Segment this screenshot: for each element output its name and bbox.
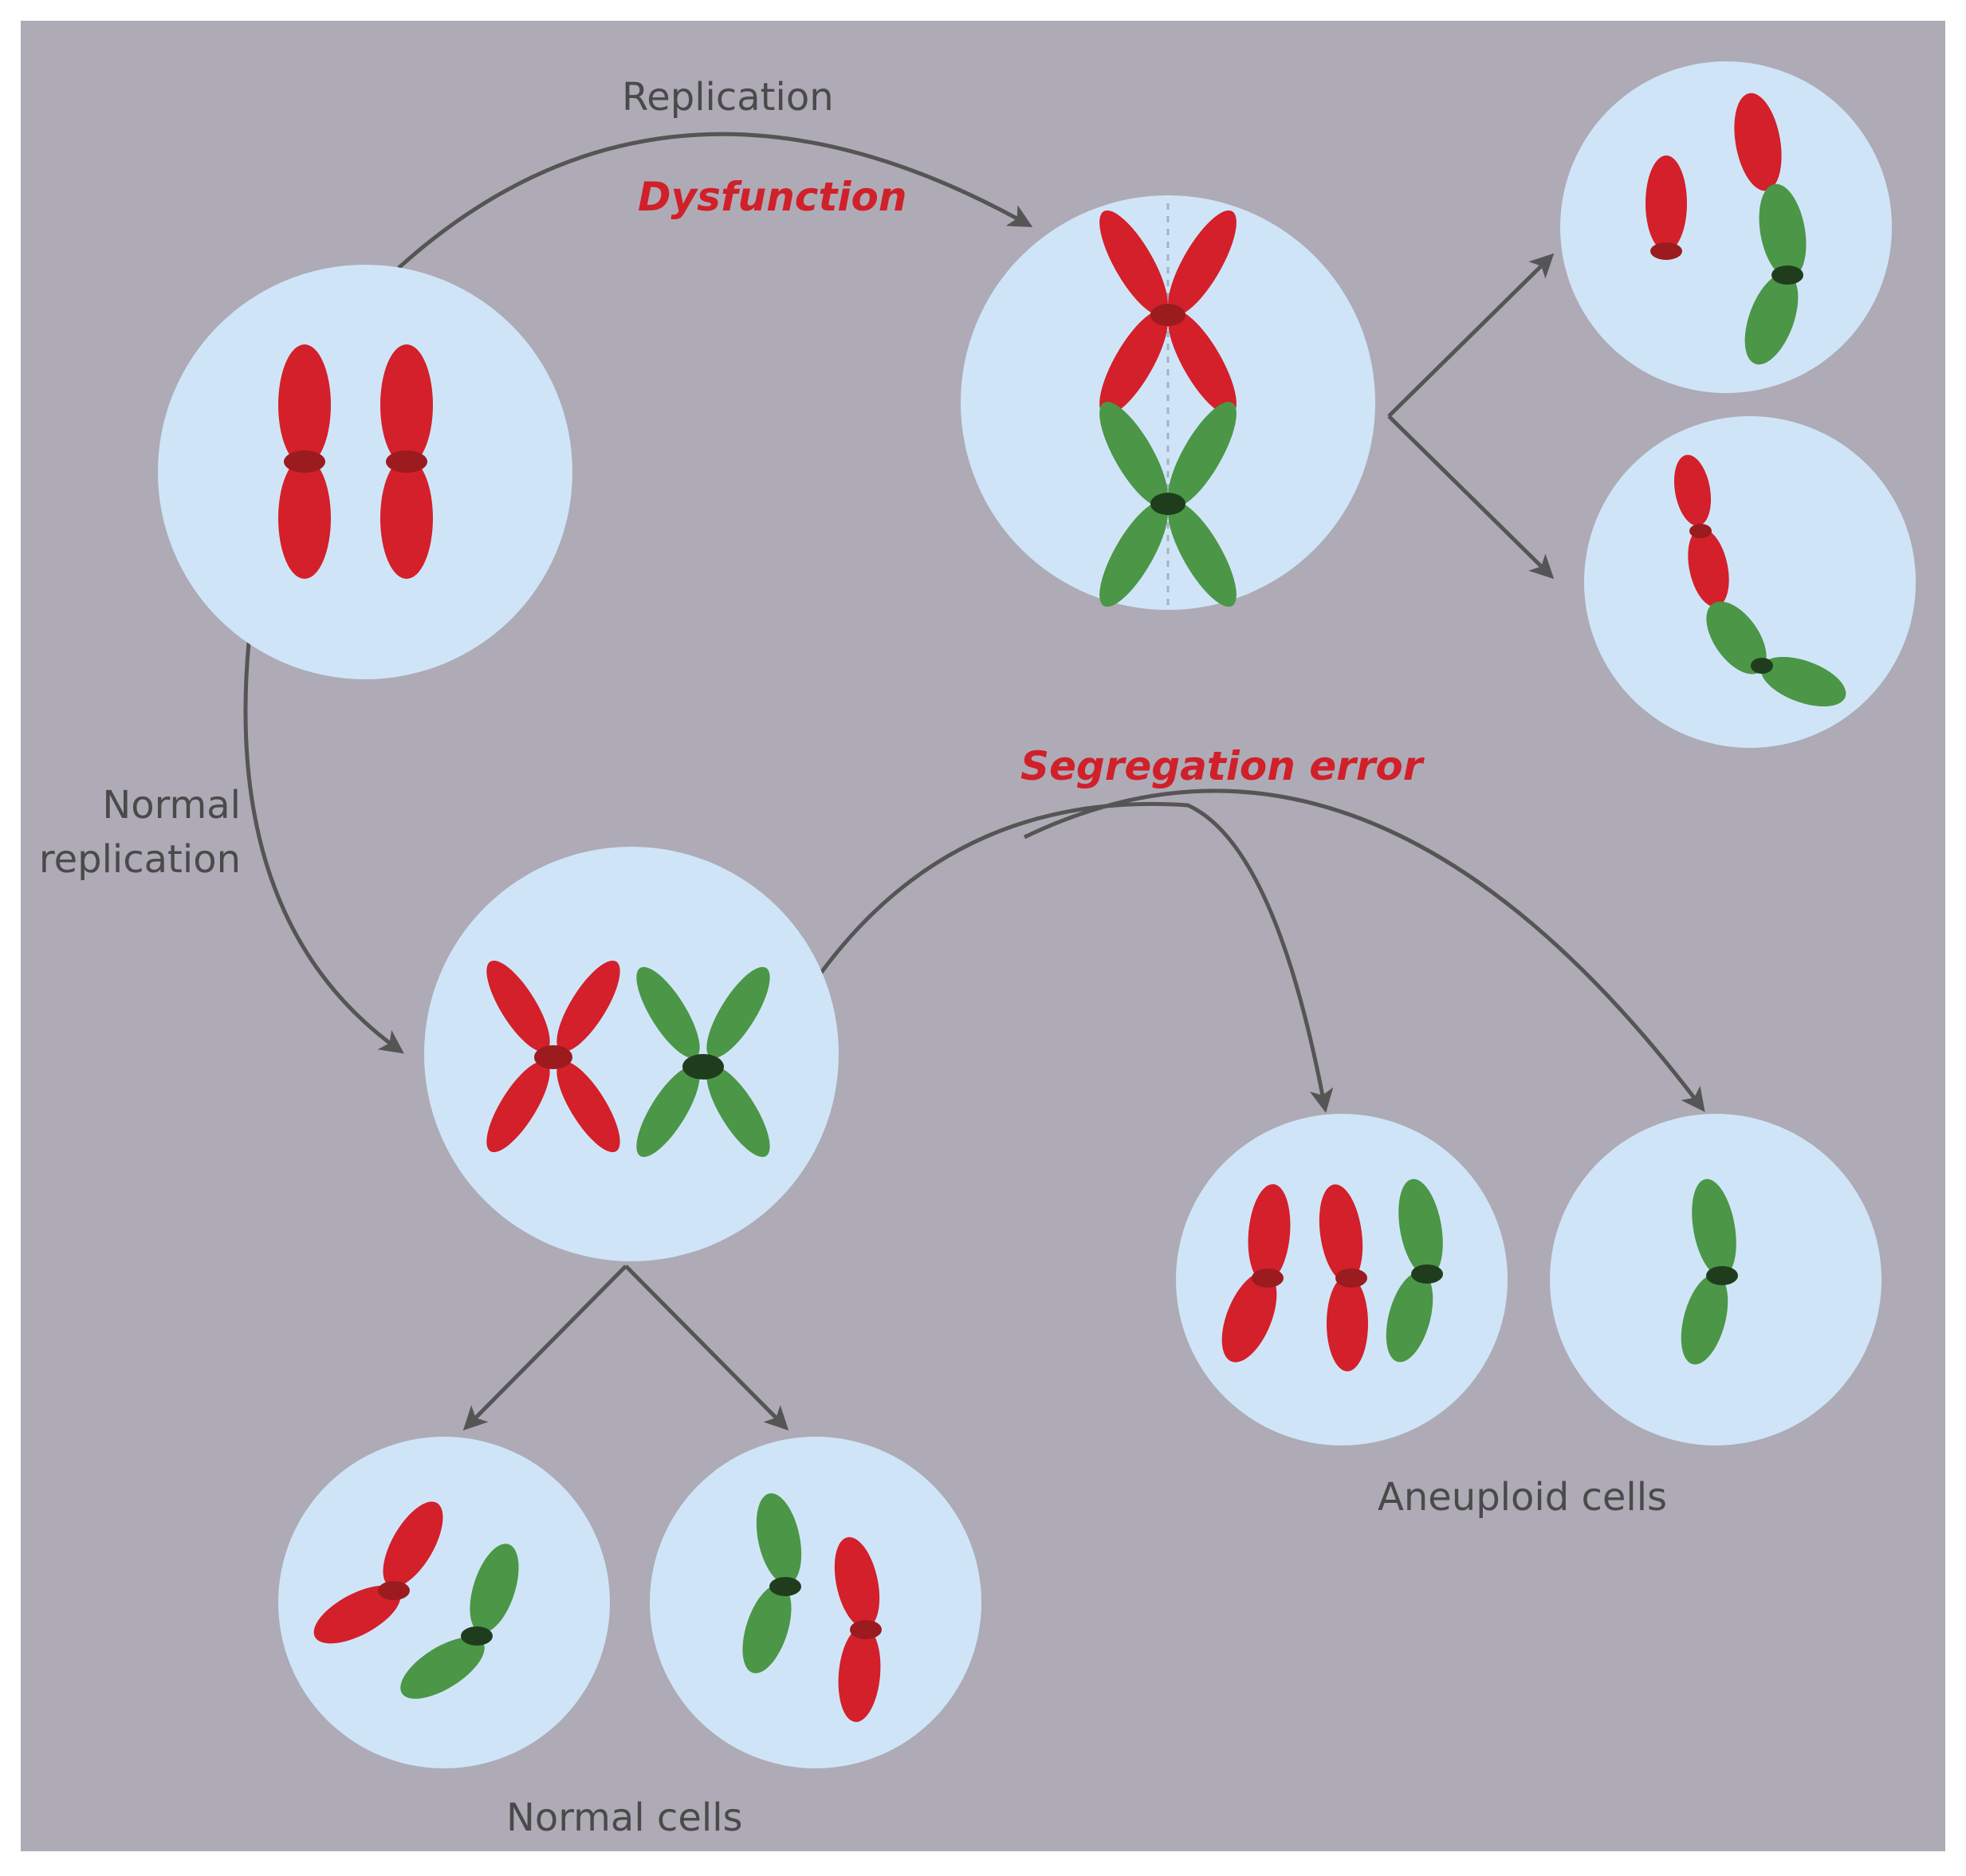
label-replication: Replication: [622, 75, 834, 120]
daughter-top-short-red: [1646, 155, 1687, 260]
normal-left-green: [400, 1544, 519, 1699]
normal-right-red: [834, 1537, 882, 1722]
label-normal-cells: Normal cells: [506, 1795, 743, 1840]
normal-red-x-chromosome: [486, 960, 620, 1153]
label-normal-replication-line2: replication: [39, 837, 241, 882]
parent-chromosome-2: [380, 344, 433, 579]
dysfunction-cell: [961, 195, 1375, 610]
aneuploid-left-red-1: [1221, 1184, 1291, 1363]
label-normal-replication-line1: Normal: [102, 783, 241, 828]
normal-green-x-chromosome: [636, 966, 770, 1158]
normal-cells-arrow-right: [624, 1264, 789, 1431]
cells: [158, 61, 1916, 1768]
normal-replication-cell: [424, 847, 839, 1261]
aneuploid-right-green: [1681, 1178, 1738, 1365]
label-segregation-error: Segregation error: [1020, 743, 1425, 789]
dysfunction-daughter-top: [1560, 61, 1892, 393]
dysfunction-red-x-chromosome: [1099, 210, 1237, 416]
dysfunction-daughter-bottom: [1584, 416, 1916, 748]
daughter-top-fused-chromosome: [1734, 92, 1807, 365]
normal-right-green: [742, 1493, 802, 1673]
parent-cell: [158, 265, 572, 679]
segregation-arrow-left: [819, 801, 1334, 1113]
normal-cell-left: [278, 1437, 610, 1768]
normal-cell-right: [650, 1437, 981, 1768]
dysfunction-green-x-chromosome: [1099, 401, 1237, 608]
aneuploid-left-green: [1386, 1178, 1443, 1363]
segregation-arrow-right: [1023, 789, 1705, 1112]
parent-chromosome-1: [278, 344, 331, 579]
dysfunction-upper-arrow: [1387, 253, 1555, 418]
daughter-bottom-fused-chromosome: [1673, 454, 1846, 707]
dysfunction-lower-arrow: [1387, 415, 1555, 580]
normal-cells-arrow-left: [462, 1264, 627, 1431]
replication-arrow: [397, 132, 1033, 269]
normal-left-red: [313, 1501, 443, 1644]
arrows: [243, 132, 1705, 1431]
aneuploid-left-red-2: [1319, 1184, 1368, 1371]
normal-replication-arrow: [243, 642, 404, 1054]
label-aneuploid-cells: Aneuploid cells: [1378, 1475, 1667, 1520]
label-dysfunction: Dysfunction: [638, 174, 906, 220]
